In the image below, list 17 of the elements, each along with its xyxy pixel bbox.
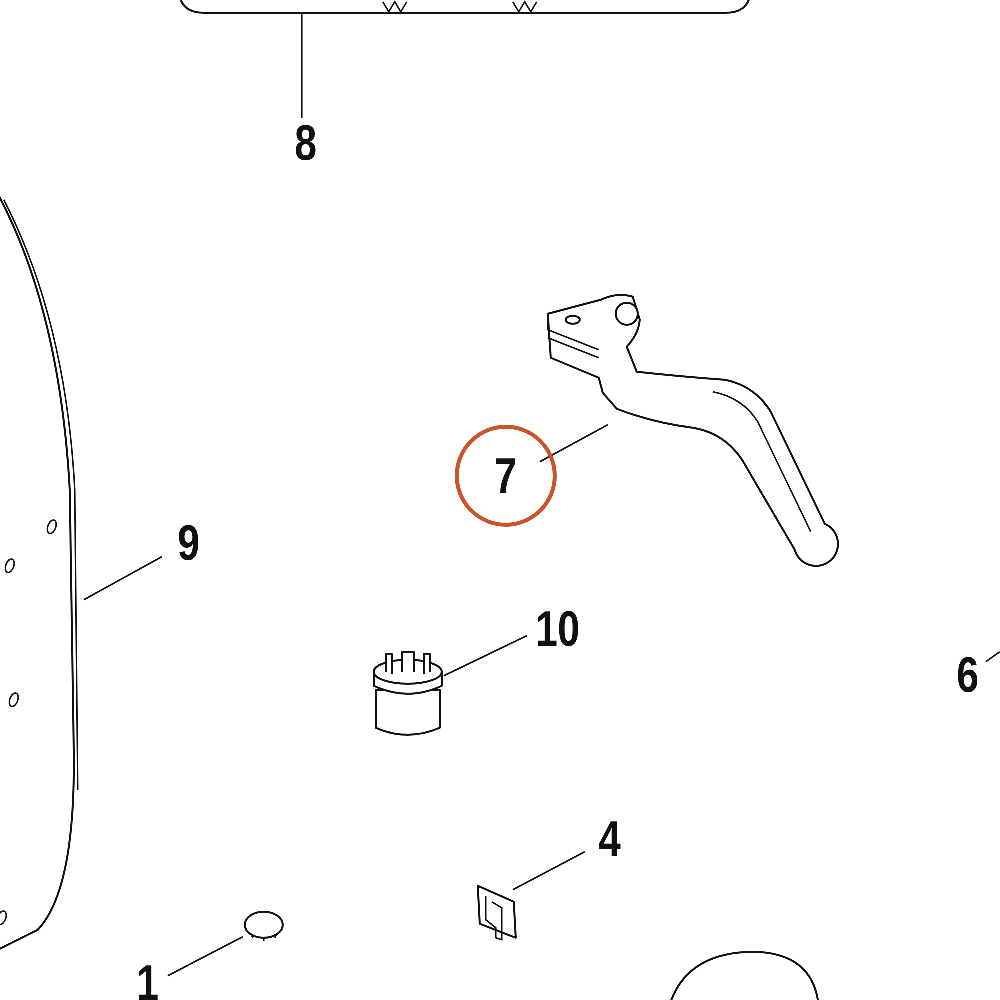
- leader-line: [301, 14, 303, 118]
- callout-number: 8: [282, 118, 330, 170]
- callout-number: 6: [950, 650, 986, 702]
- leader-line: [168, 936, 244, 977]
- leader-line: [84, 556, 162, 601]
- callout-number: 4: [592, 814, 628, 866]
- bushing-drawing: [372, 650, 444, 738]
- circled-callout-number: 7: [455, 425, 557, 527]
- callout-number: 1: [130, 958, 166, 1000]
- callout-number: 9: [172, 518, 206, 570]
- cap-drawing: [243, 910, 285, 940]
- leader-line: [986, 651, 1000, 663]
- callout-number: 10: [530, 604, 586, 656]
- leader-line: [512, 851, 586, 891]
- clip-drawing: [474, 884, 518, 942]
- leader-line: [540, 424, 608, 463]
- leader-line: [444, 635, 528, 677]
